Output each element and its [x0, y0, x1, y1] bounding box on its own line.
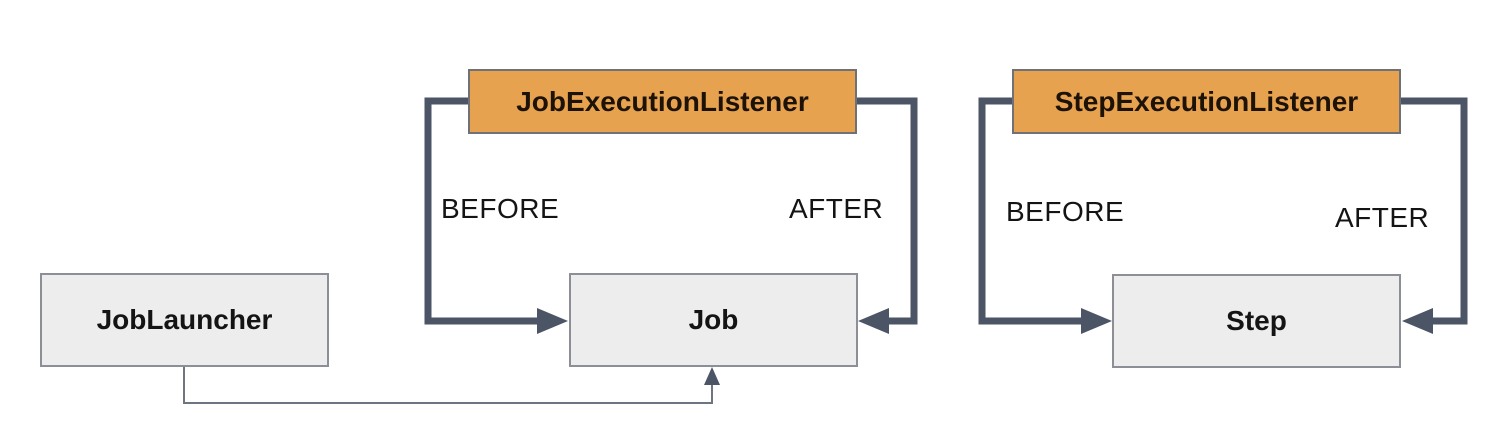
step-box: Step — [1112, 274, 1401, 368]
step-label: Step — [1226, 305, 1287, 336]
step-after-arrowhead-icon — [1402, 308, 1433, 334]
step-before-edge-label: BEFORE — [1006, 196, 1125, 227]
step-execution-listener-box: StepExecutionListener — [1012, 69, 1401, 134]
step-before-connector — [978, 97, 1081, 325]
job-after-arrowhead-icon — [858, 308, 889, 334]
job-box: Job — [569, 273, 858, 367]
job-launcher-box: JobLauncher — [40, 273, 329, 367]
job-before-arrowhead-icon — [537, 308, 568, 334]
job-before-edge-label: BEFORE — [441, 193, 560, 224]
step-before-arrowhead-icon — [1081, 308, 1112, 334]
job-before-connector — [424, 97, 537, 325]
job-execution-listener-label: JobExecutionListener — [516, 85, 809, 117]
job-execution-listener-box: JobExecutionListener — [468, 69, 857, 134]
job-after-edge-label: AFTER — [789, 193, 884, 224]
launcher-to-job-arrowhead-icon — [704, 367, 720, 385]
launcher-to-job-connector — [183, 367, 713, 404]
step-after-connector — [1400, 97, 1468, 325]
job-label: Job — [688, 304, 739, 335]
step-execution-listener-label: StepExecutionListener — [1054, 85, 1359, 117]
job-after-connector — [857, 97, 918, 325]
job-launcher-label: JobLauncher — [96, 304, 273, 335]
step-after-edge-label: AFTER — [1335, 202, 1430, 233]
